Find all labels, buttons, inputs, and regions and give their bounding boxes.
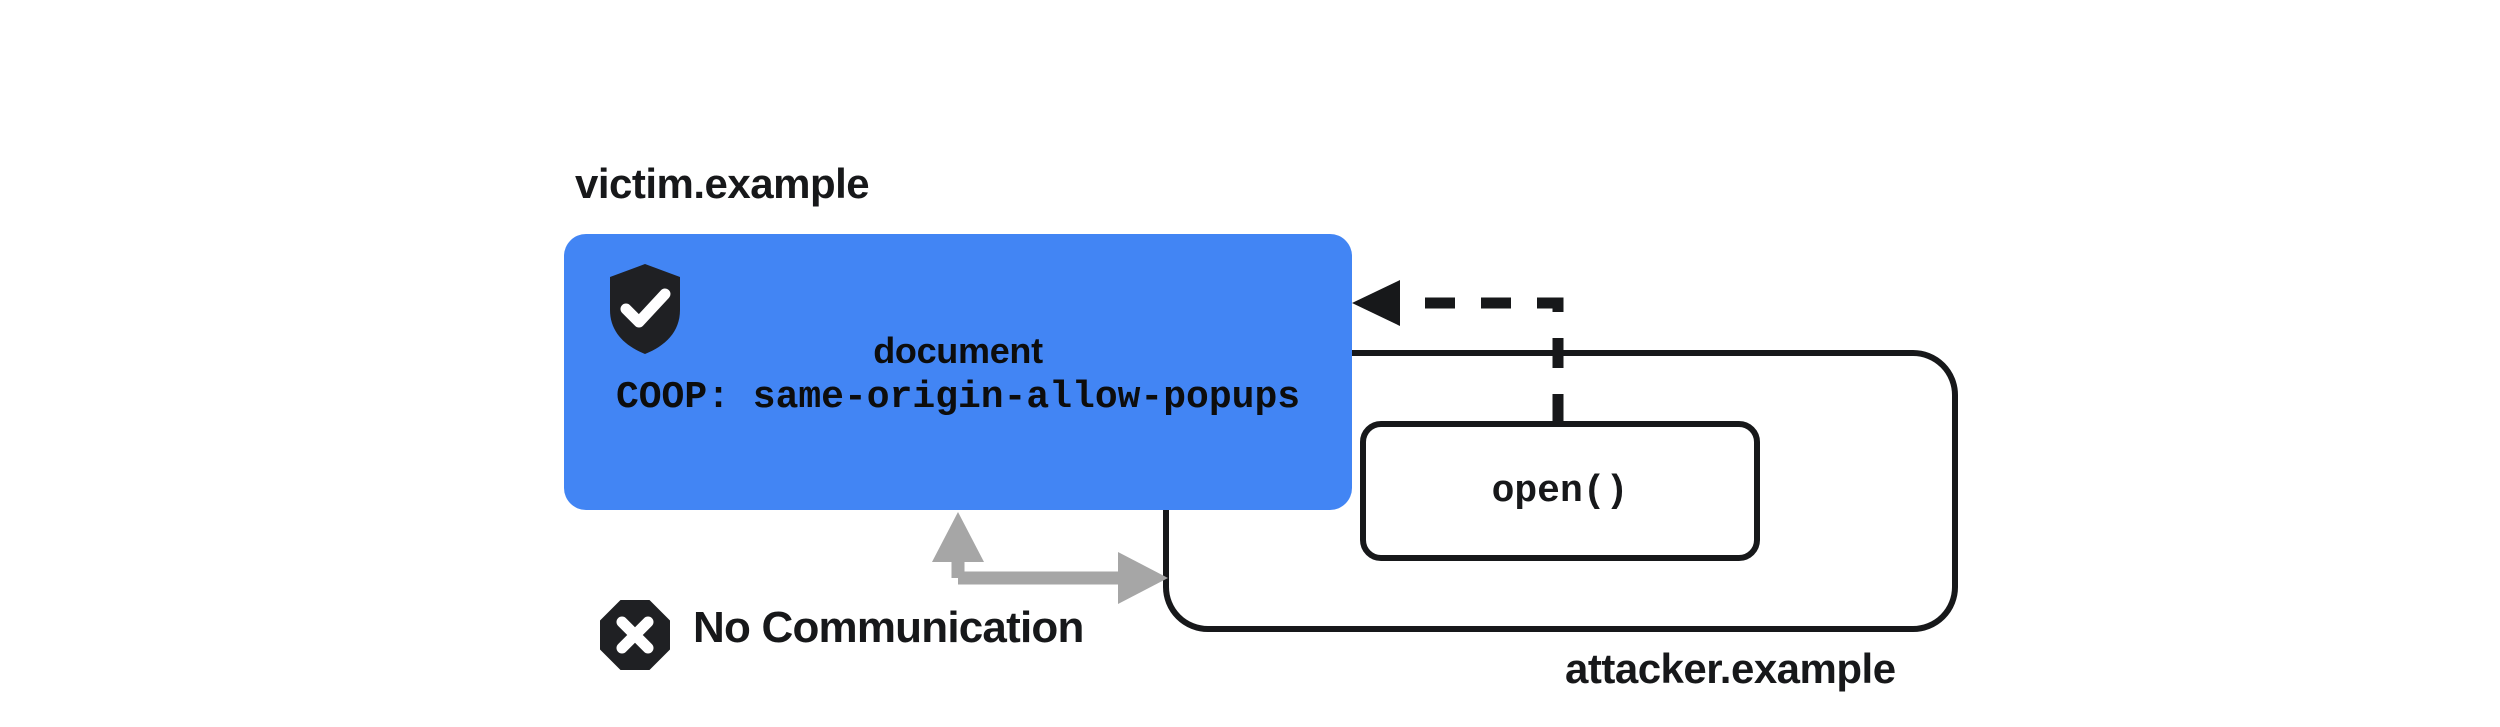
shield-check-icon	[610, 264, 680, 354]
open-dashed-arrow	[1352, 280, 1564, 424]
no-communication-arrow	[932, 512, 1168, 604]
attacker-origin-title: attacker.example	[1565, 645, 1896, 692]
victim-origin-title: victim.example	[575, 160, 870, 207]
victim-document-box	[564, 234, 1352, 510]
octagon-x-icon	[600, 600, 670, 670]
document-label: document	[873, 330, 1043, 371]
coop-header-label: COOP: same-origin-allow-popups	[615, 376, 1301, 419]
no-communication-label: No Communication	[693, 603, 1084, 652]
popup-open-label: open()	[1491, 470, 1629, 513]
